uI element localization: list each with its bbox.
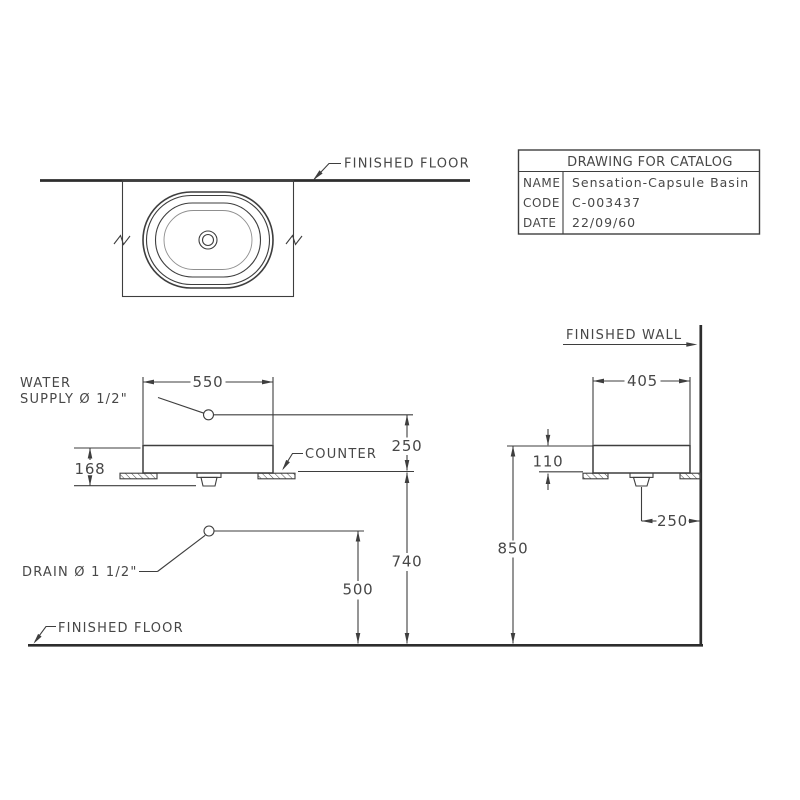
basin-bowl-edge <box>154 202 262 278</box>
water-supply-leader <box>157 396 205 414</box>
dim-arrow-icon <box>510 633 516 644</box>
front-elevation: WATER SUPPLY Ø 1/2" 550 168 COUNTER <box>20 373 703 647</box>
counter-section-right <box>257 472 296 480</box>
title-block-title: DRAWING FOR CATALOG <box>567 155 733 170</box>
dim-500-value: 500 <box>342 581 373 599</box>
drain-tail-side <box>632 476 651 487</box>
dim-arrow-icon <box>404 460 410 471</box>
dim-arrow-icon <box>510 446 516 457</box>
date-row-label: DATE <box>523 216 557 230</box>
drain-tail-front <box>200 476 218 487</box>
dim-arrow-icon <box>87 448 93 459</box>
dim-arrow-icon <box>593 378 604 384</box>
water-supply-label-line1: WATER <box>20 376 71 391</box>
plan-view: FINISHED FLOOR <box>40 157 470 298</box>
break-mark-left <box>113 234 131 246</box>
finished-floor-bottom-label: FINISHED FLOOR <box>58 621 184 636</box>
dim-250-front-value: 250 <box>391 437 422 455</box>
drain-plan-inner-circle <box>201 233 215 247</box>
dim-arrow-icon <box>87 475 93 486</box>
dim-arrow-icon <box>679 378 690 384</box>
dim-arrow-icon <box>404 472 410 483</box>
drain-flange-front <box>196 472 222 478</box>
dim-arrow-icon <box>262 379 273 385</box>
title-block: DRAWING FOR CATALOG NAME Sensation-Capsu… <box>517 149 761 235</box>
name-row-label: NAME <box>523 176 561 190</box>
counter-section-left-side <box>582 472 609 480</box>
drain-symbol <box>203 525 215 537</box>
dim-740-value: 740 <box>391 553 422 571</box>
leader-arrow-icon <box>313 170 323 181</box>
drain-label: DRAIN Ø 1 1/2" <box>22 565 138 580</box>
drain-plan-outer-circle <box>198 230 218 250</box>
title-block-border <box>517 149 761 235</box>
side-elevation: FINISHED WALL 405 110 850 <box>497 325 703 647</box>
dim-arrow-icon <box>641 518 653 524</box>
leader-arrow-icon <box>33 633 42 644</box>
counter-outline-plan <box>121 179 295 298</box>
basin-bowl-inner-line <box>163 210 253 270</box>
dim-250-side-value: 250 <box>657 512 688 530</box>
code-row-value: C-003437 <box>572 195 641 210</box>
drain-leader <box>157 534 206 572</box>
finished-floor-top-leader <box>313 162 341 180</box>
dim-arrow-icon <box>355 531 361 542</box>
dim-110-value: 110 <box>532 453 563 471</box>
finished-floor-top-label: FINISHED FLOOR <box>344 157 470 172</box>
basin-side-outline <box>592 444 691 474</box>
basin-front-outline <box>142 444 274 474</box>
dim-405-value: 405 <box>627 372 658 390</box>
water-supply-symbol <box>202 409 215 421</box>
dim-850-value: 850 <box>497 540 528 558</box>
break-mark-right <box>285 234 303 246</box>
code-row-label: CODE <box>523 196 560 210</box>
basin-rim-inner-edge <box>145 194 271 286</box>
dim-arrow-icon <box>143 379 154 385</box>
drain-flange-side <box>629 472 654 478</box>
basin-outer-rim <box>142 191 274 289</box>
water-supply-label-line2: SUPPLY Ø 1/2" <box>20 392 128 407</box>
name-row-value: Sensation-Capsule Basin <box>572 175 749 190</box>
dim-arrow-icon <box>404 414 410 426</box>
counter-section-right-side <box>679 472 702 480</box>
dim-arrow-icon <box>545 434 551 446</box>
counter-label: COUNTER <box>305 447 377 462</box>
dim-550-value: 550 <box>192 373 223 391</box>
dim-arrow-icon <box>689 518 700 524</box>
counter-section-left <box>119 472 158 480</box>
dim-arrow-icon <box>355 633 361 644</box>
dim-arrow-icon <box>545 473 551 484</box>
dim-arrow-icon <box>404 633 410 644</box>
leader-arrow-icon <box>282 459 290 471</box>
leader-arrow-icon <box>686 342 698 347</box>
finished-wall-label: FINISHED WALL <box>566 328 682 343</box>
dim-168-value: 168 <box>74 460 105 478</box>
date-row-value: 22/09/60 <box>572 215 636 230</box>
